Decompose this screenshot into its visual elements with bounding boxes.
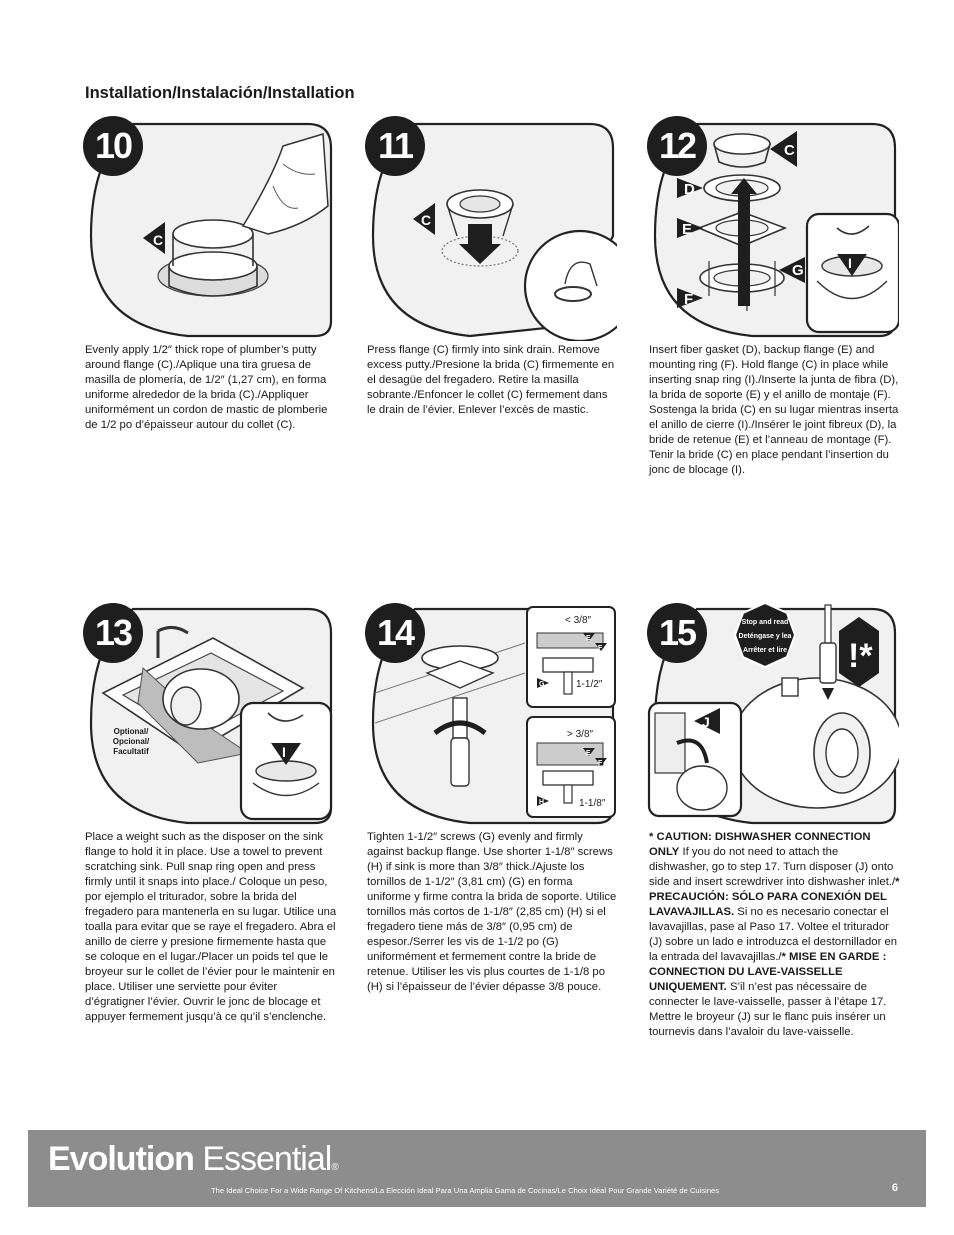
brand-bold: Evolution <box>48 1140 195 1178</box>
step-13-drawing <box>89 607 333 825</box>
step-14-drawing <box>371 606 616 825</box>
stop-sign-es: Deténgase y lea <box>739 633 792 640</box>
step-11-text: Press flange (C) firmly into sink drain.… <box>367 344 615 416</box>
label-e-top: E <box>586 635 591 642</box>
step-15-paragraph: * CAUTION: DISHWASHER CONNECTION ONLY If… <box>649 830 901 1040</box>
label-c: C <box>153 232 163 248</box>
label-c: C <box>784 142 795 159</box>
step-15-labels: J !* Stop and read Deténgase y lea Arrêt… <box>702 619 873 730</box>
label-e: E <box>682 221 692 238</box>
step-13-labels: I <box>282 744 286 760</box>
step-12-labels: C D E G F I <box>682 142 852 308</box>
brand-mark: ® <box>331 1162 338 1173</box>
label-d: D <box>684 181 695 198</box>
step-15-text: * CAUTION: DISHWASHER CONNECTION ONLY If… <box>649 830 901 1040</box>
caution-fr-body: S’il n’est pas nécessaire de connecter l… <box>649 981 887 1038</box>
step-15-number: 15 <box>647 603 707 663</box>
caution-fr: * MISE EN GARDE : CONNECTION DU LAVE-VAI… <box>649 951 887 993</box>
step-14-text: Tighten 1-1/2″ screws (G) evenly and fir… <box>367 831 617 993</box>
step-12-number: 12 <box>647 116 707 176</box>
step-10-number: 10 <box>83 116 143 176</box>
step-11-drawing <box>371 122 617 341</box>
step-11-illustration: 11 C <box>365 116 617 341</box>
step-10-illustration: 10 C <box>83 116 335 341</box>
brand-light: Essential <box>202 1140 332 1178</box>
measure-bottom: > 3/8″ <box>567 729 594 740</box>
measure-top-screw: 1-1/2″ <box>576 679 603 690</box>
caution-en-body: If you do not need to attach the dishwas… <box>649 846 896 888</box>
label-h: H <box>539 799 544 806</box>
step-14-number: 14 <box>365 603 425 663</box>
label-e-bottom: E <box>586 750 591 757</box>
step-14-illustration: 14 E F G E F H < 3/8″ 1-1/2″ > 3/8″ 1-1/… <box>365 603 617 828</box>
stop-sign-fr: Arrêter et lire <box>743 647 787 654</box>
step-15-illustration: 15 J !* Stop and read Deténgase y lea Ar… <box>647 603 899 828</box>
step-13-number: 13 <box>83 603 143 663</box>
optional-label: Optional/ Opcional/ Facultatif <box>112 727 150 756</box>
step-13-text: Place a weight such as the disposer on t… <box>85 831 337 1023</box>
label-f-top: F <box>598 645 603 652</box>
label-f: F <box>684 291 693 308</box>
step-10-drawing <box>89 122 333 338</box>
label-g: G <box>792 262 804 279</box>
step-12-text: Insert fiber gasket (D), backup flange (… <box>649 344 899 476</box>
step-10-text: Evenly apply 1/2″ thick rope of plumber’… <box>85 344 328 431</box>
section-title: Installation/Instalación/Installation <box>85 84 355 102</box>
footer-tagline: The Ideal Choice For a Wide Range Of Kit… <box>211 1186 720 1195</box>
step-12-drawing <box>653 122 899 338</box>
stop-sign-en: Stop and read <box>742 619 789 626</box>
step-12-illustration: 12 C D E G F I <box>647 116 899 341</box>
caution-es: * PRECAUCIÓN: SÓLO PARA CONEXIÓN DEL LAV… <box>649 876 900 918</box>
label-f-bottom: F <box>598 760 603 767</box>
step-13-illustration: 13 I Optional/ Opcional/ Facultatif <box>83 603 335 828</box>
step-11-number: 11 <box>365 116 425 176</box>
label-j: J <box>702 714 710 730</box>
brand-logo: Evolution Essential® <box>48 1140 339 1179</box>
step-10-labels: C <box>153 232 163 248</box>
step-15-drawing <box>647 603 899 825</box>
label-c: C <box>421 212 431 228</box>
measure-top: < 3/8″ <box>565 615 592 626</box>
caution-en: * CAUTION: DISHWASHER CONNECTION ONLY <box>649 831 871 858</box>
footer-bar: Evolution Essential® The Ideal Choice Fo… <box>28 1130 926 1207</box>
page-number: 6 <box>891 1182 898 1194</box>
label-g: G <box>539 681 545 688</box>
step-14-labels: E F G E F H < 3/8″ 1-1/2″ > 3/8″ 1-1/8″ <box>539 615 606 809</box>
caution-icon: !* <box>848 637 873 675</box>
caution-es-body: Si no es necesario conectar el lavavajil… <box>649 906 898 963</box>
label-i: I <box>848 255 852 271</box>
label-i: I <box>282 744 286 760</box>
step-11-labels: C <box>421 212 431 228</box>
measure-bottom-screw: 1-1/8″ <box>579 798 606 809</box>
